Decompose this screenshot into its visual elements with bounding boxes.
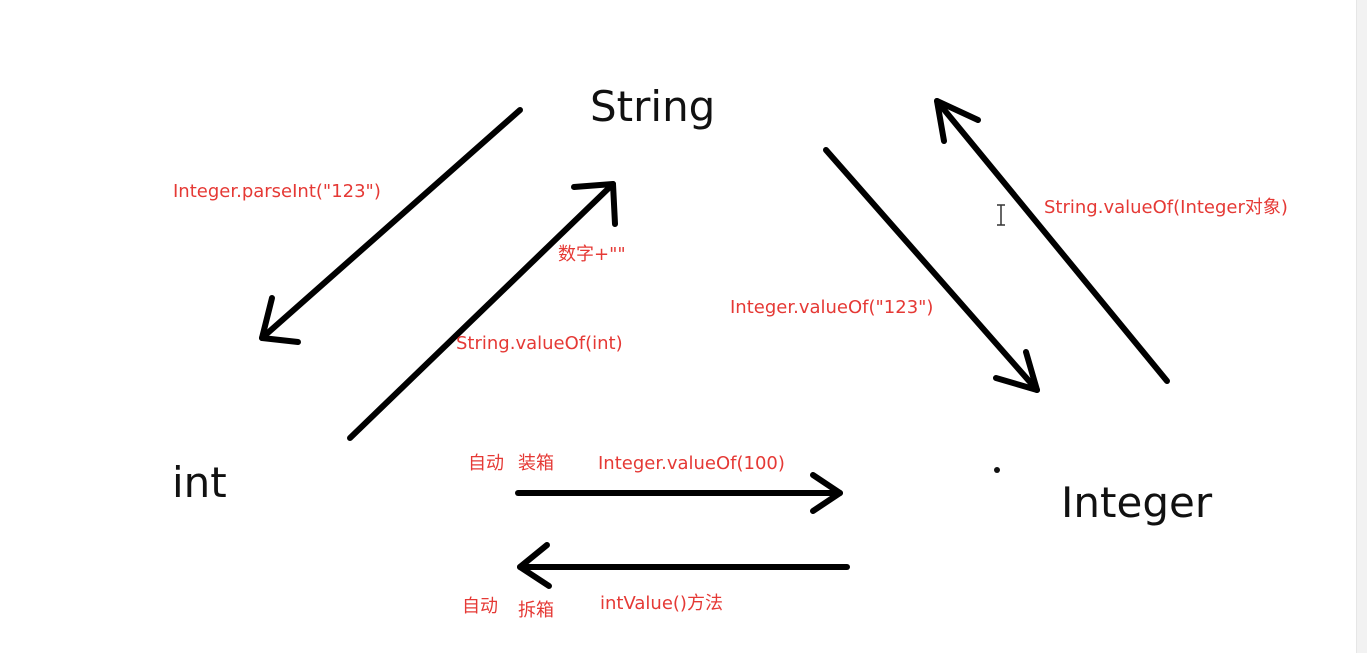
arrow-string-to-integer <box>823 147 1040 393</box>
text-cursor-icon <box>997 204 1005 226</box>
arrow-unboxing <box>517 542 850 589</box>
label-auto-boxing-auto: 自动 <box>468 453 504 474</box>
label-string-value-of-integer: String.valueOf(Integer对象) <box>1044 197 1288 218</box>
arrow-string-to-int <box>259 107 523 345</box>
label-number-plus-empty: 数字+"" <box>558 244 626 265</box>
label-parse-int: Integer.parseInt("123") <box>173 181 381 202</box>
node-string: String <box>590 82 716 131</box>
scroll-strip <box>1356 0 1367 653</box>
label-string-value-of-int: String.valueOf(int) <box>456 333 623 354</box>
arrow-boxing <box>515 472 843 514</box>
arrow-int-to-string <box>347 181 618 441</box>
label-integer-value-of-100: Integer.valueOf(100) <box>598 453 785 474</box>
label-integer-value-of-string: Integer.valueOf("123") <box>730 297 934 318</box>
arrow-integer-to-string <box>934 98 1170 384</box>
label-auto-unboxing-word: 拆箱 <box>518 600 554 621</box>
node-int: int <box>172 458 227 507</box>
label-auto-unboxing-auto: 自动 <box>462 596 498 617</box>
label-auto-boxing-word: 装箱 <box>518 453 554 474</box>
stray-dot <box>994 467 1000 473</box>
label-int-value-method: intValue()方法 <box>600 593 723 614</box>
node-integer: Integer <box>1061 478 1213 527</box>
